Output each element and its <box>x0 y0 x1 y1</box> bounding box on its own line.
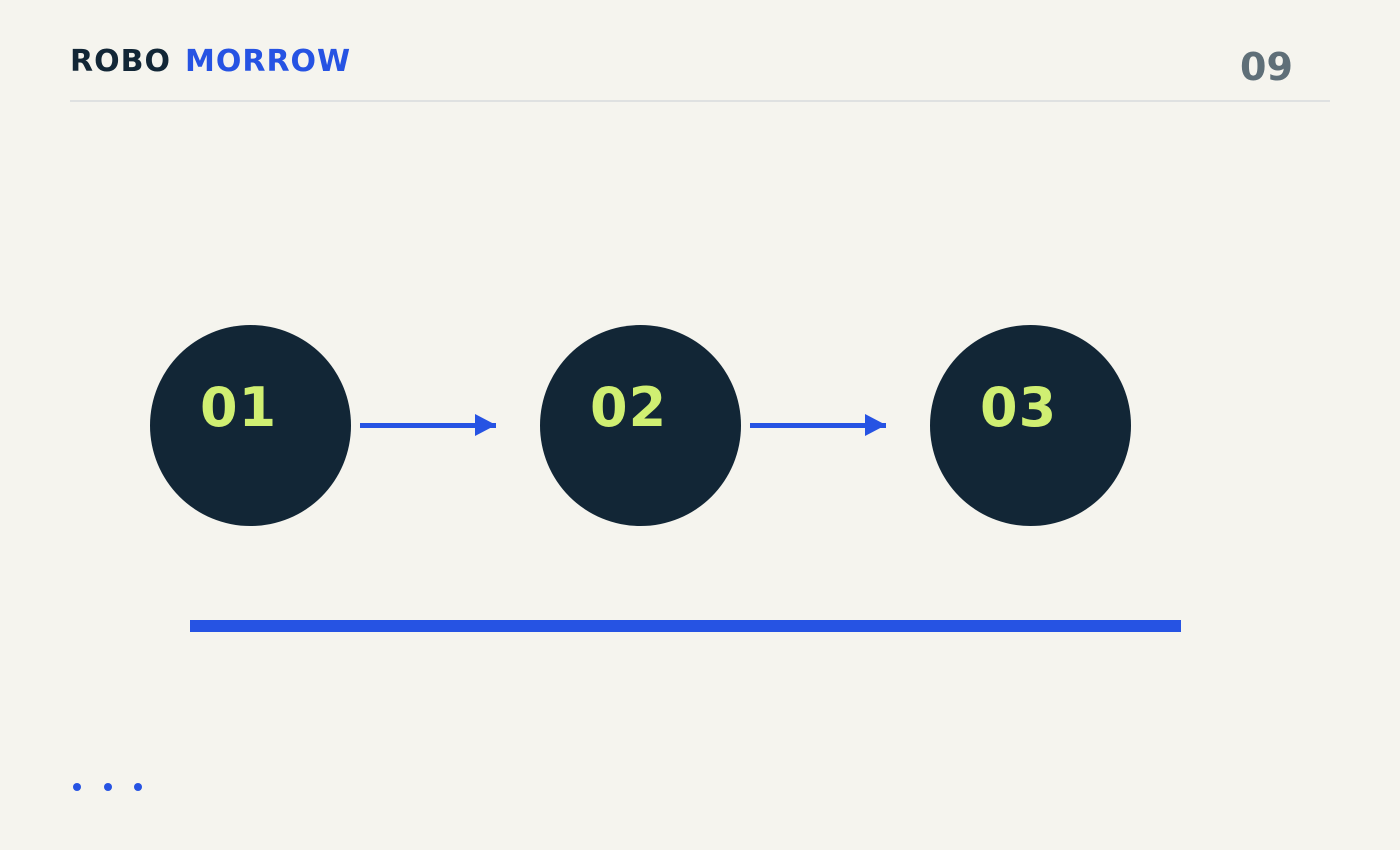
step-circle-1: 01 <box>150 325 351 526</box>
step-label-2: 02 <box>590 376 668 439</box>
step-label-1: 01 <box>200 376 278 439</box>
brand-name-part-a: ROBO <box>70 44 171 79</box>
brand-name-part-b: MORROW <box>184 44 352 79</box>
pagination-dot-2 <box>104 783 112 791</box>
pagination-dot-3 <box>134 783 142 791</box>
arrow-right-icon <box>750 414 886 436</box>
step-circle-3: 03 <box>930 325 1131 526</box>
accent-bar <box>190 620 1181 632</box>
pagination-dot-1 <box>73 783 81 791</box>
page-number: 09 <box>1240 45 1293 89</box>
brand-logo: ROBO MORROW <box>70 44 351 80</box>
arrow-right-icon <box>360 414 496 436</box>
header-divider <box>70 100 1330 102</box>
step-circle-2: 02 <box>540 325 741 526</box>
step-label-3: 03 <box>980 376 1058 439</box>
